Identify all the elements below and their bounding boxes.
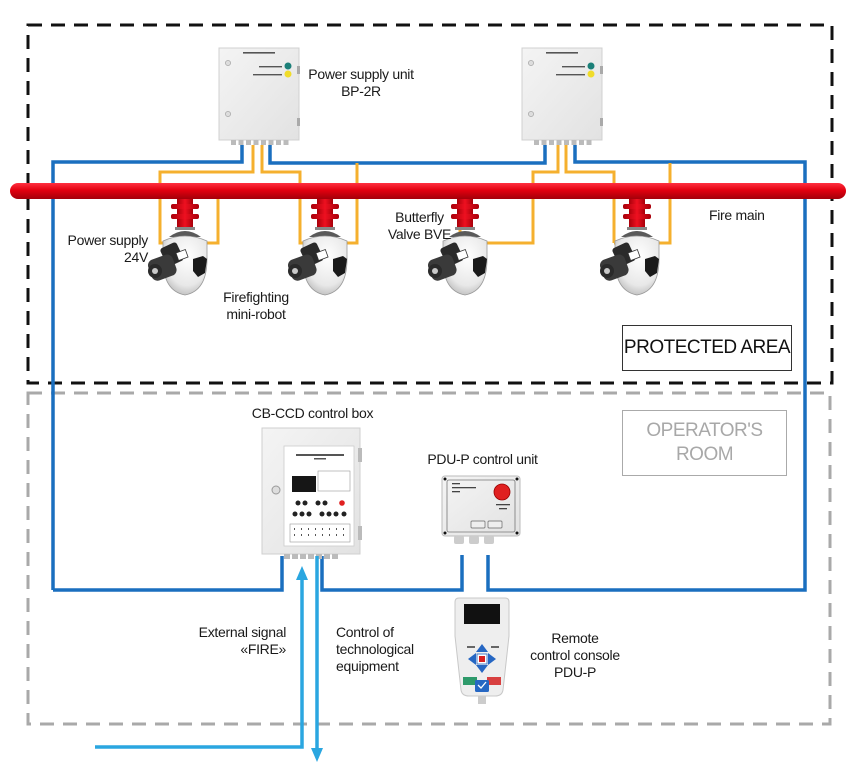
shield-logo-icon (333, 256, 347, 277)
arrow-up-icon (476, 644, 488, 652)
display-screen (292, 476, 316, 492)
power-supply-unit-label-line2: BP-2R (341, 83, 381, 99)
remote-control-console (454, 597, 510, 704)
control-tech-line3: equipment (336, 658, 399, 674)
operator-room-line1: OPERATOR'S (646, 420, 763, 441)
fire-main-label: Fire main (709, 207, 765, 223)
external-signal-line (95, 566, 308, 749)
butterfly-valve (309, 199, 341, 237)
power-supply-24v-line2: 24V (123, 249, 148, 265)
arrow-left-icon (468, 653, 476, 665)
power-cable (51, 145, 807, 592)
power-supply-24v-line1: Power supply (67, 232, 149, 248)
operator-room-label: OPERATOR'S ROOM (622, 410, 787, 476)
control-tech-label: Control of technological equipment (336, 624, 414, 675)
power-supply-unit (218, 47, 300, 145)
power-button (493, 483, 511, 501)
led-power-icon (284, 62, 292, 70)
butterfly-valve-line2: Valve BVE (387, 226, 452, 242)
robot-head (287, 235, 348, 296)
external-signal-line2: «FIRE» (240, 641, 286, 657)
mini-robot-line1: Firefighting (223, 289, 289, 305)
butterfly-valve (449, 199, 481, 237)
remote-console-line2: control console (530, 647, 620, 663)
led-fault-icon (587, 70, 595, 78)
operator-room-line2: ROOM (675, 444, 734, 465)
shield-logo-icon (193, 256, 207, 277)
robot-head (427, 235, 488, 296)
led-fault-icon (284, 70, 292, 78)
tech-equipment-line (311, 556, 323, 762)
alarm-button (339, 500, 345, 506)
console-display (464, 604, 500, 624)
butterfly-valve-line1: Butterfly (395, 209, 444, 225)
power-supply-unit (521, 47, 603, 145)
robot-head (147, 235, 208, 296)
firefighting-robot (427, 199, 488, 296)
control-tech-line1: Control of (336, 624, 394, 640)
power-supply-24v-label: Power supply 24V (50, 232, 149, 266)
remote-console-line1: Remote (551, 630, 599, 646)
pdu-p-control-unit (441, 475, 521, 544)
led-power-icon (587, 62, 595, 70)
firefighting-robot (287, 199, 348, 296)
robot-head (599, 235, 660, 296)
firefighting-robot (599, 199, 660, 296)
butterfly-valve (169, 199, 201, 237)
external-signal-line1: External signal (198, 624, 287, 640)
remote-console-label: Remote control console PDU-P (520, 630, 630, 681)
operator-room-border (26, 391, 832, 726)
external-signal-label: External signal «FIRE» (180, 624, 287, 658)
power-supply-unit-label: Power supply unit BP-2R (296, 66, 426, 100)
power-supply-unit-label-line1: Power supply unit (308, 66, 414, 82)
protected-area-label: PROTECTED AREA (622, 325, 792, 371)
shield-logo-icon (473, 256, 487, 277)
cb-ccd-control-box (261, 427, 362, 559)
lock-icon (271, 485, 281, 495)
arrow-down-icon (476, 665, 488, 673)
butterfly-valve (621, 199, 653, 237)
firefighting-robot (147, 199, 208, 296)
fire-main-pipe (10, 183, 846, 199)
mini-robot-label: Firefighting mini-robot (206, 289, 306, 323)
shield-logo-icon (645, 256, 659, 277)
pdu-p-unit-label: PDU-P control unit (427, 451, 538, 467)
mini-robot-line2: mini-robot (226, 306, 286, 322)
butterfly-valve-label: Butterfly Valve BVE (372, 209, 467, 243)
protected-area-border (26, 23, 834, 385)
cb-ccd-label: CB-CCD control box (251, 405, 374, 421)
remote-console-line3: PDU-P (553, 664, 597, 680)
control-tech-line2: technological (336, 641, 414, 657)
arrow-right-icon (488, 653, 496, 665)
